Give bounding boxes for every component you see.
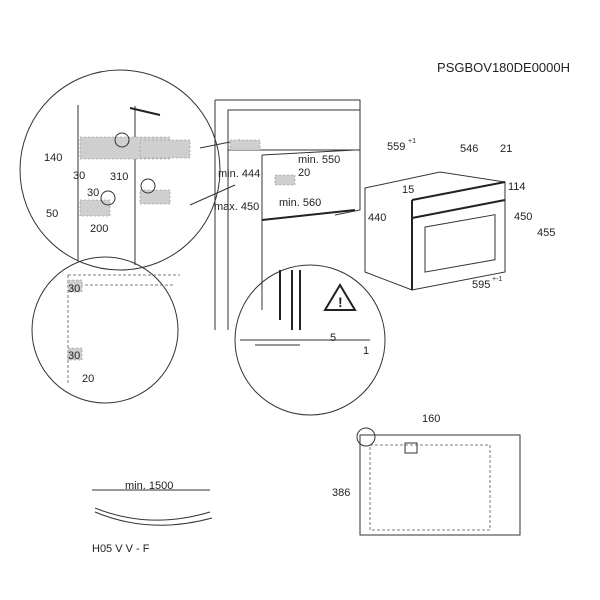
dim-386: 386 xyxy=(332,487,350,499)
dim-30-b: 30 xyxy=(87,187,99,199)
dim-140: 140 xyxy=(44,152,62,164)
dim-30-top: 30 xyxy=(68,283,80,295)
detail-bottom-circle: ! 5 1 xyxy=(234,264,386,416)
dim-min-444: min. 444 xyxy=(218,168,260,180)
svg-text:!: ! xyxy=(338,294,343,310)
dim-559: 559 xyxy=(387,141,405,153)
appliance-drawing: 559 +1 546 21 15 114 440 450 455 595 +-1 xyxy=(364,138,555,291)
warning-icon xyxy=(323,283,357,311)
dim-20: 20 xyxy=(298,167,310,179)
socket-icon xyxy=(404,442,418,454)
detail-side-circle: 30 30 20 xyxy=(31,256,180,404)
dim-5: 5 xyxy=(330,332,336,344)
connection-drawing: 160 386 xyxy=(332,413,521,536)
dim-min-550: min. 550 xyxy=(298,154,340,166)
detail-top-circle: 140 30 310 30 50 200 xyxy=(19,69,241,271)
dim-450: 450 xyxy=(514,211,532,223)
dim-max-450: max. 450 xyxy=(214,201,259,213)
dim-30-bottom: 30 xyxy=(68,350,80,362)
dim-200: 200 xyxy=(90,223,108,235)
cable-min-length: min. 1500 xyxy=(125,480,173,492)
dim-595-tolerance: +-1 xyxy=(492,276,502,283)
cable-type: H05 V V - F xyxy=(92,543,150,555)
dim-min-560: min. 560 xyxy=(279,197,321,209)
dim-559-tolerance: +1 xyxy=(408,138,416,145)
dim-1: 1 xyxy=(363,345,369,357)
dim-15: 15 xyxy=(402,184,414,196)
cable-drawing: min. 1500 H05 V V - F xyxy=(92,480,213,555)
model-code: PSGBOV180DE0000H xyxy=(437,60,570,75)
niche-cabinet: min. 444 max. 450 min. 550 20 min. 560 xyxy=(214,99,361,330)
dim-114: 114 xyxy=(508,181,526,193)
dim-20-side: 20 xyxy=(82,373,94,385)
dim-455: 455 xyxy=(537,227,555,239)
dim-21: 21 xyxy=(500,143,512,155)
dim-160: 160 xyxy=(422,413,440,425)
dim-546: 546 xyxy=(460,143,478,155)
dim-310: 310 xyxy=(110,171,128,183)
dim-50: 50 xyxy=(46,208,58,220)
power-icon xyxy=(356,427,376,447)
dim-440: 440 xyxy=(368,212,386,224)
dim-595: 595 xyxy=(472,279,490,291)
dim-30-a: 30 xyxy=(73,170,85,182)
